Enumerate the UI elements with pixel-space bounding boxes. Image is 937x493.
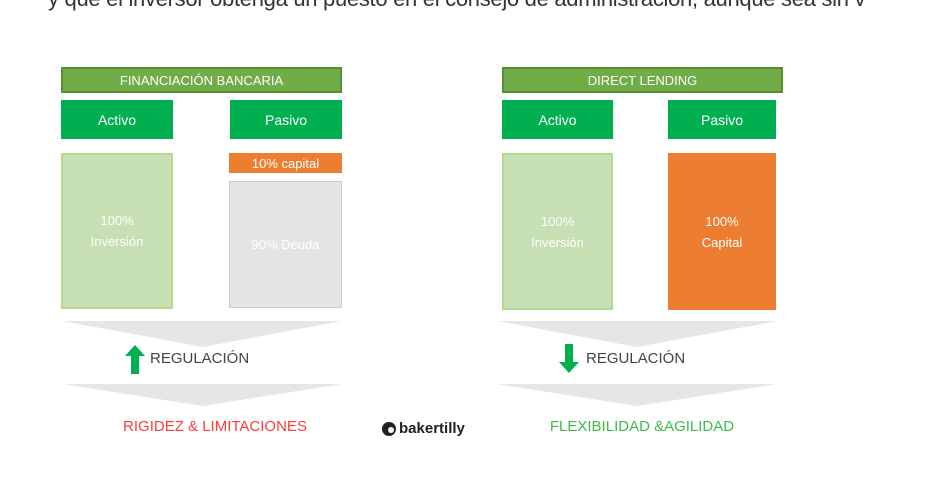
left-activo: Activo [61, 100, 173, 139]
right-inversion-label: Inversión [531, 234, 584, 250]
left-chevron-2 [63, 384, 342, 406]
left-inversion-pct: 100% [100, 213, 134, 228]
right-title: DIRECT LENDING [502, 67, 783, 93]
right-chevron-1 [497, 321, 777, 347]
arrow-up-icon [125, 345, 145, 374]
left-inversion-box: 100% Inversión [61, 153, 173, 309]
right-chevron-2 [497, 384, 777, 406]
logo-swirl-icon [382, 422, 396, 436]
left-regulacion: REGULACIÓN [150, 350, 250, 367]
right-inversion-box: 100% Inversión [502, 153, 613, 310]
right-regulacion: REGULACIÓN [586, 350, 686, 367]
left-chevron-1 [63, 321, 342, 347]
right-capital-label: Capital [701, 234, 743, 250]
left-result: RIGIDEZ & LIMITACIONES [123, 418, 307, 435]
left-pasivo: Pasivo [230, 100, 342, 139]
right-inversion-pct: 100% [540, 213, 575, 229]
right-result: FLEXIBILIDAD &AGILIDAD [549, 418, 735, 435]
left-title: FINANCIACIÓN BANCARIA [61, 67, 342, 93]
right-activo: Activo [502, 100, 613, 139]
right-pasivo: Pasivo [668, 100, 776, 139]
left-capital: 10% capital [229, 153, 342, 173]
right-capital-pct: 100% [705, 213, 739, 229]
intro-text: y que el inversor obtenga un puesto en e… [48, 0, 865, 12]
bakertilly-logo: bakertilly [381, 414, 465, 437]
left-inversion-label: Inversión [90, 234, 144, 249]
right-capital-box: 100% Capital [668, 153, 776, 310]
arrow-down-icon [559, 344, 579, 373]
left-deuda: 90% Deuda [229, 181, 342, 308]
logo-text: bakertilly [399, 420, 465, 437]
